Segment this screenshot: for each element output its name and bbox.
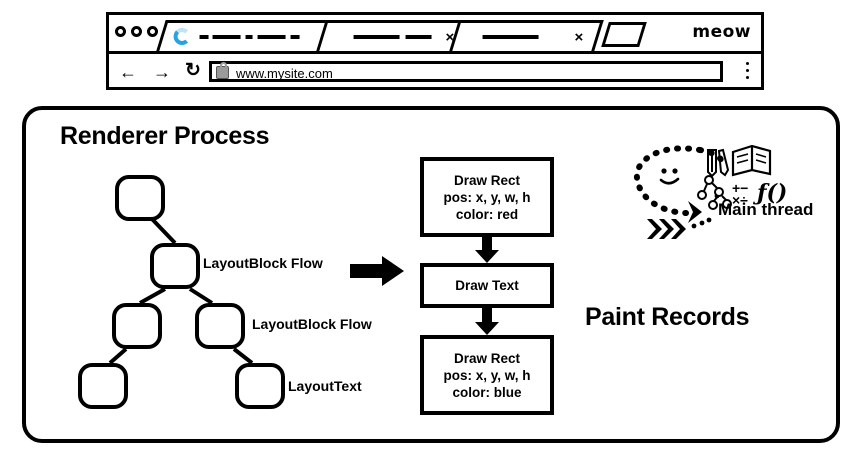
tab-title-placeholder <box>199 35 209 39</box>
paint-record-line: Draw Text <box>455 278 519 293</box>
paint-record-line: pos: x, y, w, h <box>443 189 531 205</box>
tab-title-placeholder <box>212 35 241 39</box>
tab-title-placeholder <box>405 35 432 39</box>
paint-records-heading: Paint Records <box>585 303 750 331</box>
kebab-dot <box>746 76 749 79</box>
loading-spinner-icon <box>173 28 191 45</box>
browser-menu-icon[interactable] <box>746 62 749 83</box>
tab-title-placeholder <box>482 35 539 39</box>
tab-3-content: × <box>457 23 596 51</box>
tree-label-layouttext: LayoutText <box>288 378 362 394</box>
kebab-dot <box>746 69 749 72</box>
paint-record-line: color: red <box>455 206 519 222</box>
panel-title: Renderer Process <box>60 122 270 150</box>
tab-3[interactable]: × <box>449 20 604 51</box>
close-dot-icon[interactable] <box>115 26 126 37</box>
paint-record-box-2: Draw Text <box>420 263 554 308</box>
tab-title-placeholder <box>353 35 400 39</box>
math-symbols-icon: +− <box>732 180 749 196</box>
forward-icon[interactable]: → <box>153 62 171 82</box>
minimize-dot-icon[interactable] <box>131 26 142 37</box>
paint-record-box-3: Draw Rect pos: x, y, w, h color: blue <box>420 335 554 415</box>
reload-icon[interactable]: ↻ <box>185 60 201 81</box>
paint-record-line: Draw Rect <box>453 172 521 188</box>
tab-2-content: × <box>324 23 468 51</box>
paint-record-box-1: Draw Rect pos: x, y, w, h color: red <box>420 157 554 237</box>
tree-label-layoutblock-2: LayoutBlock Flow <box>252 316 372 332</box>
paint-record-line: color: blue <box>452 384 522 400</box>
math-symbols-icon-2: ×÷ <box>732 192 748 208</box>
kebab-dot <box>746 62 749 65</box>
lock-icon <box>216 62 229 79</box>
tab-title-placeholder <box>257 35 286 39</box>
node-root <box>115 175 165 221</box>
tab-close-icon[interactable]: × <box>574 29 584 46</box>
tree-label-layoutblock-1: LayoutBlock Flow <box>203 255 323 271</box>
node-text-right <box>235 363 285 409</box>
tab-strip: × × × meow <box>109 15 761 54</box>
main-thread-label: Main thread <box>718 200 814 219</box>
paint-record-line: Draw Rect <box>453 350 521 366</box>
node-block-right <box>195 303 245 349</box>
browser-window: × × × meow ← <box>106 12 764 90</box>
tab-title-placeholder <box>245 35 253 39</box>
node-block-1 <box>150 243 200 289</box>
node-text-left <box>78 363 128 409</box>
address-bar[interactable]: www.mysite.com <box>209 61 723 82</box>
tab-title-placeholder <box>290 35 300 39</box>
brand-label: meow <box>692 22 751 42</box>
new-tab-button[interactable] <box>601 22 647 47</box>
back-icon[interactable]: ← <box>119 62 137 82</box>
maximize-dot-icon[interactable] <box>147 26 158 37</box>
window-controls[interactable] <box>115 26 158 37</box>
node-block-left <box>112 303 162 349</box>
paint-record-line: pos: x, y, w, h <box>443 367 531 383</box>
address-bar-row: ← → ↻ www.mysite.com <box>109 54 761 90</box>
url-text: www.mysite.com <box>236 66 333 81</box>
